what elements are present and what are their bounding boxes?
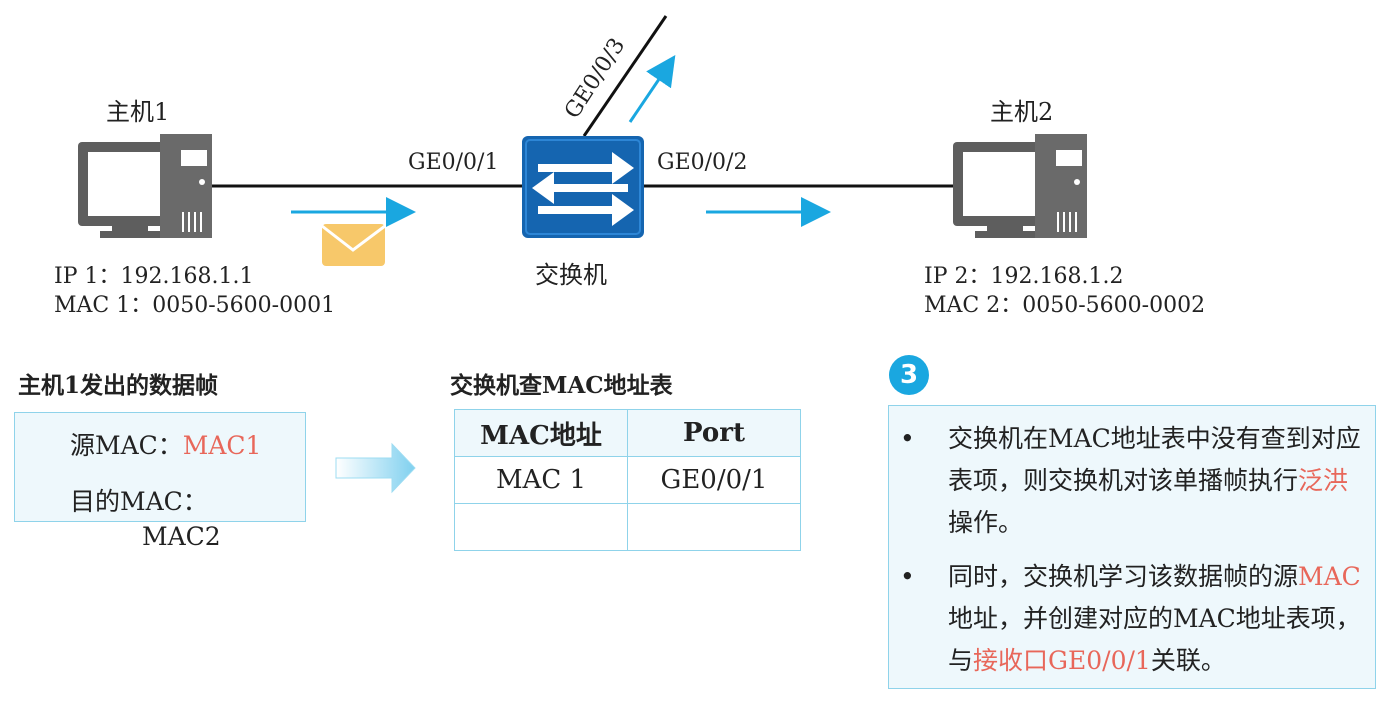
mac-table-header-row: MAC地址 Port <box>454 409 801 457</box>
host2-computer-icon <box>953 134 1087 238</box>
flow-arrow-egress-ge003 <box>628 55 676 123</box>
note1-highlight: 泛洪 <box>1298 466 1349 495</box>
mac-table-cell: MAC 1 <box>454 456 628 504</box>
mac-table-header-mac: MAC地址 <box>454 409 628 457</box>
process-arrow-icon <box>335 442 416 494</box>
note2-text-c: 关联。 <box>1150 646 1226 675</box>
frame-src-value: MAC1 <box>182 431 262 460</box>
port-label-ge001: GE0/0/1 <box>408 150 499 175</box>
note2-text-b: 地址，并创建对应的MAC地址表项，与 <box>948 604 1361 675</box>
frame-dst-label: 目的MAC： <box>70 487 208 516</box>
bullet-icon: • <box>900 562 915 591</box>
host2-mac: MAC 2：0050-5600-0002 <box>924 293 1206 318</box>
link-switch-ge003 <box>582 15 668 137</box>
frame-src-label: 源MAC： <box>70 431 183 460</box>
port-label-ge002: GE0/0/2 <box>657 150 748 175</box>
host2-title: 主机2 <box>990 98 1054 126</box>
mac-table-cell <box>454 503 628 551</box>
mac-table-header-port: Port <box>627 409 801 457</box>
note-item: • 同时，交换机学习该数据帧的源MAC 地址，并创建对应的MAC地址表项，与接收口… <box>900 556 1370 682</box>
host2-ip: IP 2：192.168.1.2 <box>924 264 1124 289</box>
note1-text-b: 操作。 <box>948 508 1024 537</box>
mac-address-table: MAC地址 Port MAC 1 GE0/0/1 <box>454 409 801 551</box>
note2-highlight-mac: MAC <box>1298 562 1361 591</box>
mac-table-cell: GE0/0/1 <box>627 456 801 504</box>
step-number-badge: 3 <box>889 355 929 395</box>
frame-dst-value: MAC2 <box>142 522 221 551</box>
bullet-icon: • <box>900 424 915 453</box>
host1-title: 主机1 <box>106 98 170 126</box>
switch-icon <box>522 136 644 238</box>
host1-mac: MAC 1：0050-5600-0001 <box>54 293 336 318</box>
frame-box <box>14 412 306 522</box>
frame-heading: 主机1发出的数据帧 <box>18 372 219 399</box>
frame-src-row: 源MAC：MAC1 <box>70 426 261 462</box>
note2-text-a: 同时，交换机学习该数据帧的源 <box>948 562 1299 591</box>
host1-ip: IP 1：192.168.1.1 <box>54 264 254 289</box>
note-list: • 交换机在MAC地址表中没有查到对应表项，则交换机对该单播帧执行泛洪操作。 •… <box>900 418 1370 694</box>
note-box <box>888 405 1376 689</box>
mac-table-cell <box>627 503 801 551</box>
note-item: • 交换机在MAC地址表中没有查到对应表项，则交换机对该单播帧执行泛洪操作。 <box>900 418 1370 544</box>
table-row <box>454 503 801 551</box>
envelope-icon <box>321 224 386 266</box>
note2-highlight-port: 接收口GE0/0/1 <box>973 646 1151 675</box>
host1-computer-icon <box>78 134 212 238</box>
table-row: MAC 1 GE0/0/1 <box>454 456 801 504</box>
mac-table-heading: 交换机查MAC地址表 <box>450 372 673 399</box>
switch-label: 交换机 <box>535 261 607 289</box>
note1-text-a: 交换机在MAC地址表中没有查到对应表项，则交换机对该单播帧执行 <box>948 424 1361 495</box>
